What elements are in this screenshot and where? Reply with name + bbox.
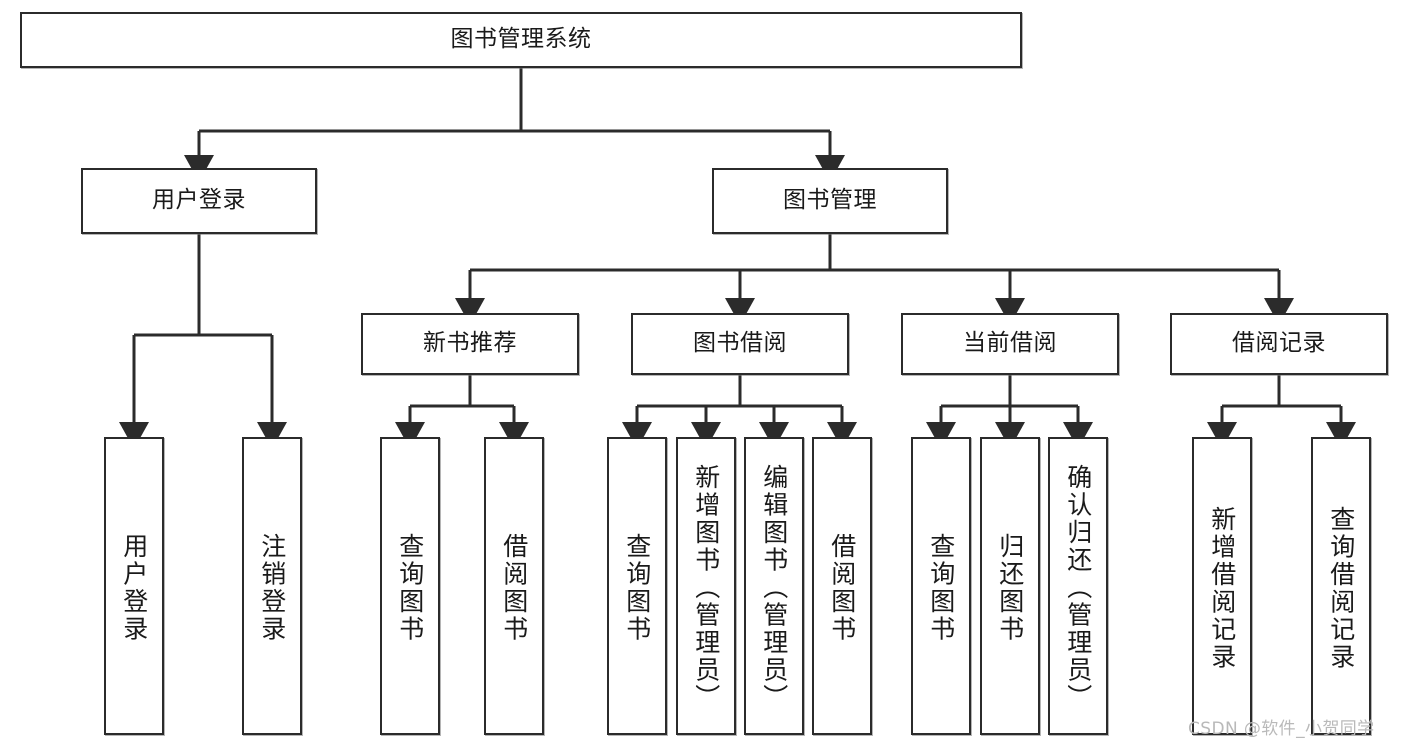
node-borrow-record-label: 借阅记录: [1232, 330, 1326, 357]
node-leaf-user-login-label: 用户登录: [119, 533, 149, 643]
node-leaf-query-book-1[interactable]: 查询图书: [380, 437, 440, 735]
node-leaf-return-book-label: 归还图书: [995, 533, 1025, 643]
node-user-login-label: 用户登录: [152, 187, 246, 214]
node-root[interactable]: 图书管理系统: [20, 12, 1022, 68]
node-root-label: 图书管理系统: [450, 26, 592, 53]
node-leaf-edit-book-label: 编辑图书（管理员）: [759, 464, 789, 712]
csdn-watermark: CSDN @软件_小贺同学: [1188, 719, 1375, 739]
node-book-borrow[interactable]: 图书借阅: [631, 313, 849, 375]
node-new-book-recommend-label: 新书推荐: [423, 330, 517, 357]
node-borrow-record[interactable]: 借阅记录: [1170, 313, 1388, 375]
node-leaf-add-record[interactable]: 新增借阅记录: [1192, 437, 1252, 735]
node-new-book-recommend[interactable]: 新书推荐: [361, 313, 579, 375]
node-leaf-query-book-3-label: 查询图书: [926, 533, 956, 643]
node-leaf-add-book-label: 新增图书（管理员）: [691, 464, 721, 712]
node-leaf-return-book[interactable]: 归还图书: [980, 437, 1040, 735]
node-book-management[interactable]: 图书管理: [712, 168, 948, 234]
node-leaf-query-book-3[interactable]: 查询图书: [911, 437, 971, 735]
node-leaf-borrow-book-1[interactable]: 借阅图书: [484, 437, 544, 735]
node-leaf-query-book-2[interactable]: 查询图书: [607, 437, 667, 735]
node-leaf-add-record-label: 新增借阅记录: [1207, 505, 1237, 671]
node-leaf-query-record-label: 查询借阅记录: [1326, 505, 1356, 671]
node-book-management-label: 图书管理: [783, 187, 877, 214]
node-leaf-confirm-return[interactable]: 确认归还（管理员）: [1048, 437, 1108, 735]
node-leaf-logout-login[interactable]: 注销登录: [242, 437, 302, 735]
node-leaf-query-book-2-label: 查询图书: [622, 533, 652, 643]
node-leaf-query-book-1-label: 查询图书: [395, 533, 425, 643]
node-leaf-logout-login-label: 注销登录: [257, 533, 287, 643]
node-leaf-query-record[interactable]: 查询借阅记录: [1311, 437, 1371, 735]
node-book-borrow-label: 图书借阅: [693, 330, 787, 357]
node-current-borrow[interactable]: 当前借阅: [901, 313, 1119, 375]
node-leaf-borrow-book-2[interactable]: 借阅图书: [812, 437, 872, 735]
node-leaf-confirm-return-label: 确认归还（管理员）: [1063, 464, 1093, 712]
node-leaf-borrow-book-2-label: 借阅图书: [827, 533, 857, 643]
node-leaf-borrow-book-1-label: 借阅图书: [499, 533, 529, 643]
node-current-borrow-label: 当前借阅: [963, 330, 1057, 357]
node-leaf-user-login[interactable]: 用户登录: [104, 437, 164, 735]
node-leaf-edit-book[interactable]: 编辑图书（管理员）: [744, 437, 804, 735]
node-leaf-add-book[interactable]: 新增图书（管理员）: [676, 437, 736, 735]
node-user-login[interactable]: 用户登录: [81, 168, 317, 234]
